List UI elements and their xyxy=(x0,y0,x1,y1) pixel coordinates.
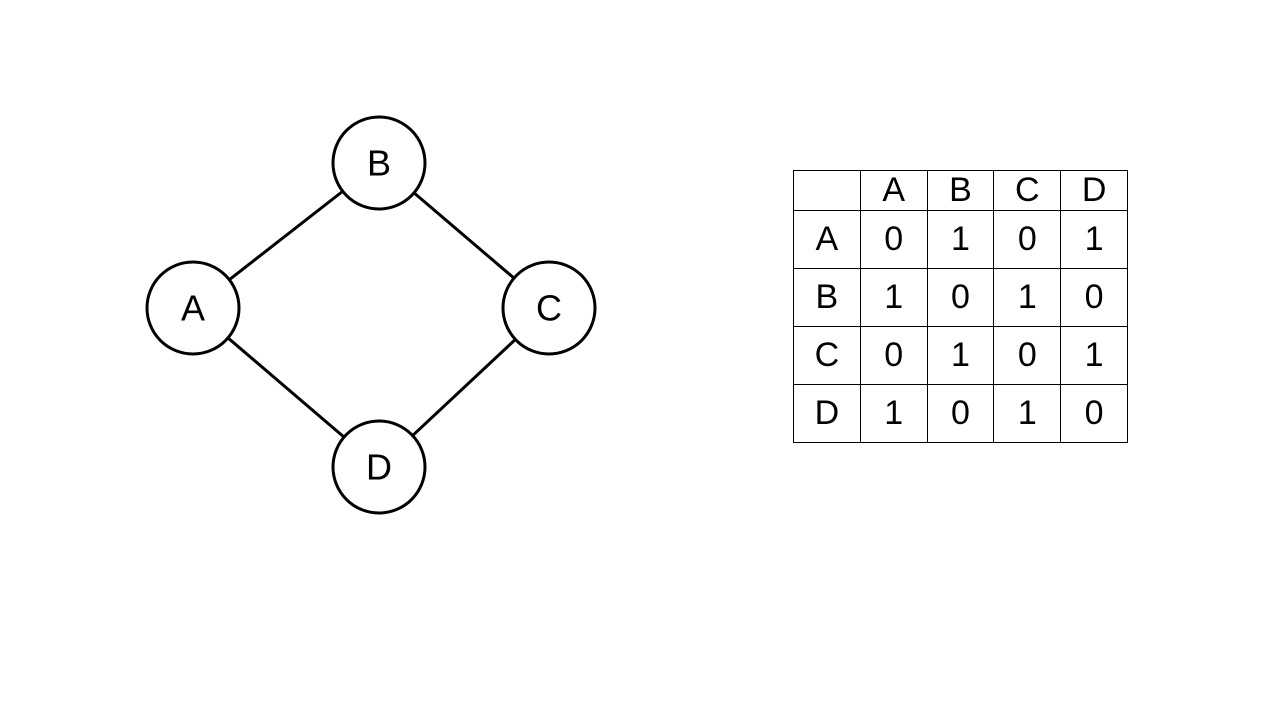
matrix-cell-a-b: 1 xyxy=(926,210,995,269)
matrix-cell-c-a: 0 xyxy=(859,326,928,385)
matrix-cell-a-d: 1 xyxy=(1060,210,1128,269)
matrix-col-header-c: C xyxy=(993,170,1062,211)
graph-node-label-a: A xyxy=(181,288,205,329)
matrix-row-header-a: A xyxy=(793,210,861,269)
matrix-col-header-b: B xyxy=(926,170,995,211)
matrix-cell-b-b: 0 xyxy=(926,268,995,327)
graph-node-circle-c xyxy=(501,260,597,356)
matrix-cell-b-c: 1 xyxy=(993,268,1062,327)
matrix-cell-a-c: 0 xyxy=(993,210,1062,269)
matrix-cell-b-d: 0 xyxy=(1060,268,1128,327)
graph-node-circle-b xyxy=(331,115,427,211)
matrix-col-header-d: D xyxy=(1060,170,1128,211)
matrix-cell-d-b: 0 xyxy=(926,384,995,443)
matrix-row-header-c: C xyxy=(793,326,861,385)
matrix-row-header-d: D xyxy=(793,384,861,443)
graph-node-circle-d xyxy=(331,419,427,515)
graph-node-d: D xyxy=(331,419,427,515)
graph-node-circle-a xyxy=(145,260,241,356)
graph-node-label-b: B xyxy=(367,143,391,184)
graph-node-label-c: C xyxy=(536,288,562,329)
graph-node-a: A xyxy=(145,260,241,356)
graph-node-c: C xyxy=(501,260,597,356)
matrix-cell-d-c: 1 xyxy=(993,384,1062,443)
matrix-col-header-a: A xyxy=(859,170,928,211)
matrix-row-header-b: B xyxy=(793,268,861,327)
matrix-cell-b-a: 1 xyxy=(859,268,928,327)
matrix-cell-a-a: 0 xyxy=(859,210,928,269)
matrix-cell-c-b: 1 xyxy=(926,326,995,385)
graph-node-label-d: D xyxy=(366,447,392,488)
matrix-cell-c-c: 0 xyxy=(993,326,1062,385)
matrix-corner-cell xyxy=(793,170,861,211)
matrix-cell-d-a: 1 xyxy=(859,384,928,443)
matrix-cell-d-d: 0 xyxy=(1060,384,1128,443)
matrix-cell-c-d: 1 xyxy=(1060,326,1128,385)
graph-node-b: B xyxy=(331,115,427,211)
